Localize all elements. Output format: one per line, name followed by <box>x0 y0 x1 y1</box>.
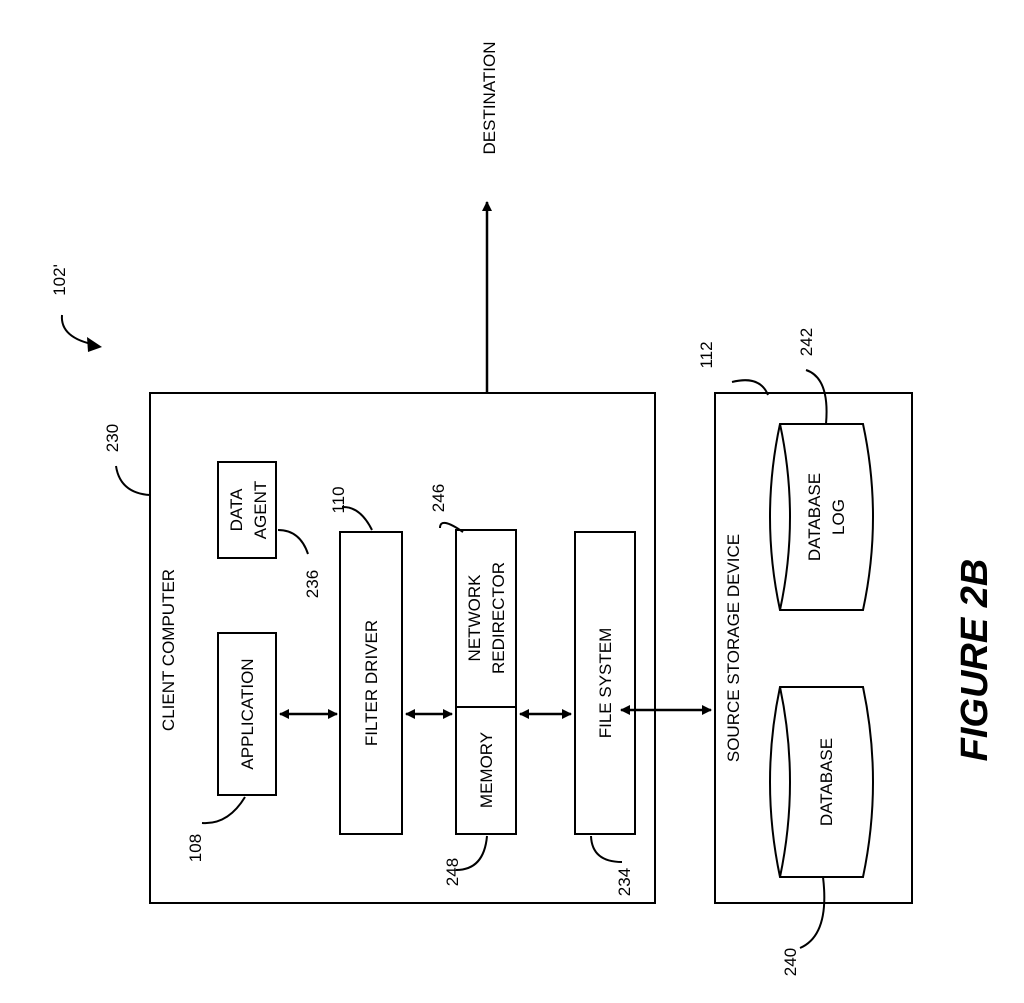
application-ref: 108 <box>186 834 205 862</box>
memory-ref: 248 <box>443 858 462 886</box>
client-computer-leader <box>116 466 150 495</box>
file-system-label: FILE SYSTEM <box>596 628 615 739</box>
figure-title: FIGURE 2B <box>954 559 996 762</box>
memory-label: MEMORY <box>477 732 496 808</box>
file-system-ref: 234 <box>615 868 634 896</box>
data-agent-ref: 236 <box>303 570 322 598</box>
database-label: DATABASE <box>817 738 836 826</box>
client-computer-ref: 230 <box>103 424 122 452</box>
database-log-ref: 242 <box>797 328 816 356</box>
figure-ref-arrowhead <box>87 337 102 352</box>
database-ref: 240 <box>781 948 800 976</box>
figure-ref-label: 102' <box>50 264 69 296</box>
database-log-label-line2: LOG <box>829 499 848 535</box>
client-computer-label: CLIENT COMPUTER <box>159 569 178 731</box>
filter-driver-label: FILTER DRIVER <box>362 620 381 746</box>
network-redirector-label-line2: REDIRECTOR <box>489 562 508 674</box>
data-agent-label-line2: AGENT <box>251 481 270 540</box>
network-redirector-ref: 246 <box>429 484 448 512</box>
filter-driver-ref: 110 <box>329 486 348 513</box>
application-label: APPLICATION <box>238 658 257 769</box>
data-agent-label-line1: DATA <box>227 488 246 531</box>
network-redirector-label-line1: NETWORK <box>465 574 484 662</box>
source-storage-device-label: SOURCE STORAGE DEVICE <box>724 534 743 762</box>
database-log-label-line1: DATABASE <box>805 473 824 561</box>
source-storage-device-ref: 112 <box>697 341 716 368</box>
destination-label: DESTINATION <box>480 41 499 154</box>
